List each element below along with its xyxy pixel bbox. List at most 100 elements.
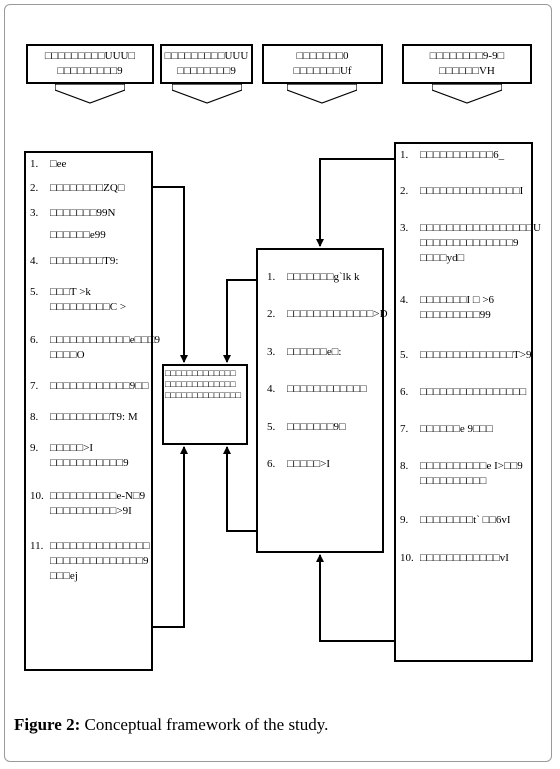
- left-item-5: 5.□□□T >k □□□□□□□□□C >: [30, 285, 126, 315]
- right-item-8-text-1: □□□□□□□□□□e I>□□9: [420, 460, 523, 472]
- center-outcome-box: [162, 364, 248, 445]
- header-2-line-2: □□□□□□□□9: [177, 65, 236, 77]
- middle-item-2-text: □□□□□□□□□□□□□>D: [287, 308, 388, 320]
- connector-right-bottom: [316, 554, 394, 642]
- left-item-10: 10.□□□□□□□□□□e-N□9 □□□□□□□□□□>9I: [30, 489, 145, 519]
- right-item-2-number: 2.: [400, 185, 409, 197]
- header-box-3: □□□□□□□0 □□□□□□□Uf: [262, 44, 383, 84]
- left-item-6-text-2: □□□□O: [50, 349, 85, 361]
- left-item-2-number: 2.: [30, 182, 39, 194]
- connector-left-bottom: [153, 446, 188, 628]
- right-item-5-number: 5.: [400, 349, 409, 361]
- left-item-1: 1.□ee: [30, 157, 66, 172]
- left-item-7: 7.□□□□□□□□□□□□9□□: [30, 379, 149, 394]
- middle-item-3: 3. □□□□□□e□:: [267, 345, 341, 360]
- header-2-arrow-icon: [172, 84, 242, 104]
- right-variable-box: [394, 142, 533, 662]
- connector-middle-bottom: [223, 446, 256, 532]
- right-item-10-text: □□□□□□□□□□□□vI: [420, 552, 509, 564]
- header-4-arrow-icon: [432, 84, 502, 104]
- left-item-4: 4. □□□□□□□□T9:: [30, 254, 118, 269]
- left-item-11: 11.□□□□□□□□□□□□□□□ □□□□□□□□□□□□□□9 □□□ej: [30, 539, 150, 584]
- center-line-1: □□□□□□□□□□□□□: [165, 368, 236, 378]
- figure-caption: Figure 2: Conceptual framework of the st…: [14, 714, 328, 736]
- header-box-2: □□□□□□□□□UUU □□□□□□□□9: [160, 44, 253, 84]
- right-item-1-text: □□□□□□□□□□□6_: [420, 149, 505, 161]
- center-box-text: □□□□□□□□□□□□□ □□□□□□□□□□□□□ □□□□□□□□□□□□…: [165, 368, 241, 401]
- left-item-11-number: 11.: [30, 540, 44, 552]
- left-item-4-number: 4.: [30, 255, 39, 267]
- right-item-7: 7.□□□□□□e 9□□□: [400, 422, 493, 437]
- middle-item-4-number: 4.: [267, 383, 276, 395]
- left-item-5-text-1: □□□T >k: [50, 286, 91, 298]
- center-line-2: □□□□□□□□□□□□□: [165, 379, 236, 389]
- header-box-1: □□□□□□□□□UUU□ □□□□□□□□□9: [26, 44, 154, 84]
- left-item-8: 8. □□□□□□□□□T9: M: [30, 410, 138, 425]
- middle-item-3-number: 3.: [267, 346, 276, 358]
- right-item-3-number: 3.: [400, 222, 409, 234]
- right-item-9-number: 9.: [400, 514, 409, 526]
- left-item-11-text-2: □□□□□□□□□□□□□□9: [50, 555, 149, 567]
- right-item-4-text-1: □□□□□□□I □ >6: [420, 294, 495, 306]
- connector-middle-top: [223, 279, 256, 363]
- left-item-9: 9.□□□□□>I □□□□□□□□□□□9: [30, 441, 129, 471]
- right-item-8-text-2: □□□□□□□□□□: [420, 475, 487, 487]
- left-variable-box: [24, 151, 153, 671]
- connector-right-top: [316, 158, 394, 247]
- right-item-3-text-3: □□□□yd□: [420, 252, 465, 264]
- middle-item-4-text: □□□□□□□□□□□□: [287, 383, 367, 395]
- middle-item-2-number: 2.: [267, 308, 276, 320]
- header-1-line-1: □□□□□□□□□UUU□: [44, 50, 136, 62]
- middle-item-6-text: □□□□□>I: [287, 458, 331, 470]
- right-item-10-number: 10.: [400, 552, 414, 564]
- right-item-4-number: 4.: [400, 294, 409, 306]
- left-item-6: 6.□□□□□□□□□□□□e□□□9 □□□□O: [30, 333, 160, 363]
- right-item-6-text: □□□□□□□□□□□□□□□□: [420, 386, 527, 398]
- middle-item-5-text: □□□□□□□9□: [287, 421, 346, 433]
- right-item-1: 1.□□□□□□□□□□□6_: [400, 148, 504, 163]
- left-item-2: 2. □□□□□□□□ZQ□: [30, 181, 124, 196]
- right-item-9-text: □□□□□□□□t` □□6vI: [420, 514, 511, 526]
- left-item-10-text-1: □□□□□□□□□□e-N□9: [50, 490, 146, 502]
- right-item-3: 3.□□□□□□□□□□□□□□□□□U □□□□□□□□□□□□□□9 □□□…: [400, 221, 541, 266]
- left-item-3-text-2: □□□□□□e99: [50, 229, 106, 241]
- right-item-9: 9. □□□□□□□□t` □□6vI: [400, 513, 511, 528]
- header-3-arrow-icon: [287, 84, 357, 104]
- left-item-2-text: □□□□□□□□ZQ□: [50, 182, 125, 194]
- header-box-4: □□□□□□□□9-9□ □□□□□□VH: [402, 44, 532, 84]
- left-item-5-number: 5.: [30, 286, 39, 298]
- left-item-9-number: 9.: [30, 442, 39, 454]
- right-item-7-text: □□□□□□e 9□□□: [420, 423, 493, 435]
- left-item-6-number: 6.: [30, 334, 39, 346]
- right-item-6: 6.□□□□□□□□□□□□□□□□: [400, 385, 526, 400]
- right-item-5: 5. □□□□□□□□□□□□□□T>9: [400, 348, 531, 363]
- figure-caption-label: Figure 2:: [14, 715, 81, 734]
- left-item-7-text: □□□□□□□□□□□□9□□: [50, 380, 149, 392]
- right-item-3-text-2: □□□□□□□□□□□□□□9: [420, 237, 519, 249]
- header-3-line-2: □□□□□□□Uf: [293, 65, 352, 77]
- left-item-10-number: 10.: [30, 490, 44, 502]
- middle-item-4: 4. □□□□□□□□□□□□: [267, 382, 367, 397]
- middle-item-3-text: □□□□□□e□:: [287, 346, 342, 358]
- left-item-9-text-2: □□□□□□□□□□□9: [50, 457, 129, 469]
- left-item-8-number: 8.: [30, 411, 39, 423]
- right-item-8-number: 8.: [400, 460, 409, 472]
- header-1-line-2: □□□□□□□□□9: [57, 65, 123, 77]
- right-item-2-text: □□□□□□□□□□□□□□□I: [420, 185, 524, 197]
- header-3-line-1: □□□□□□□0: [296, 50, 349, 62]
- header-4-line-2: □□□□□□VH: [439, 65, 495, 77]
- left-item-3-text-1: □□□□□□□99N: [50, 207, 116, 219]
- left-item-3: 3.□□□□□□□99N □□□□□□e99: [30, 206, 115, 243]
- middle-variable-box: [256, 248, 384, 553]
- right-item-5-text: □□□□□□□□□□□□□□T>9: [420, 349, 532, 361]
- header-1-arrow-icon: [55, 84, 125, 104]
- right-item-4: 4.□□□□□□□I □ >6 □□□□□□□□□99: [400, 293, 494, 323]
- left-item-1-number: 1.: [30, 158, 39, 170]
- middle-item-1-number: 1.: [267, 271, 276, 283]
- figure-frame: [4, 4, 552, 762]
- header-4-line-1: □□□□□□□□9-9□: [429, 50, 505, 62]
- middle-item-1-text: □□□□□□□g`lk k: [287, 271, 360, 283]
- left-item-8-text: □□□□□□□□□T9: M: [50, 411, 138, 423]
- left-item-4-text: □□□□□□□□T9:: [50, 255, 119, 267]
